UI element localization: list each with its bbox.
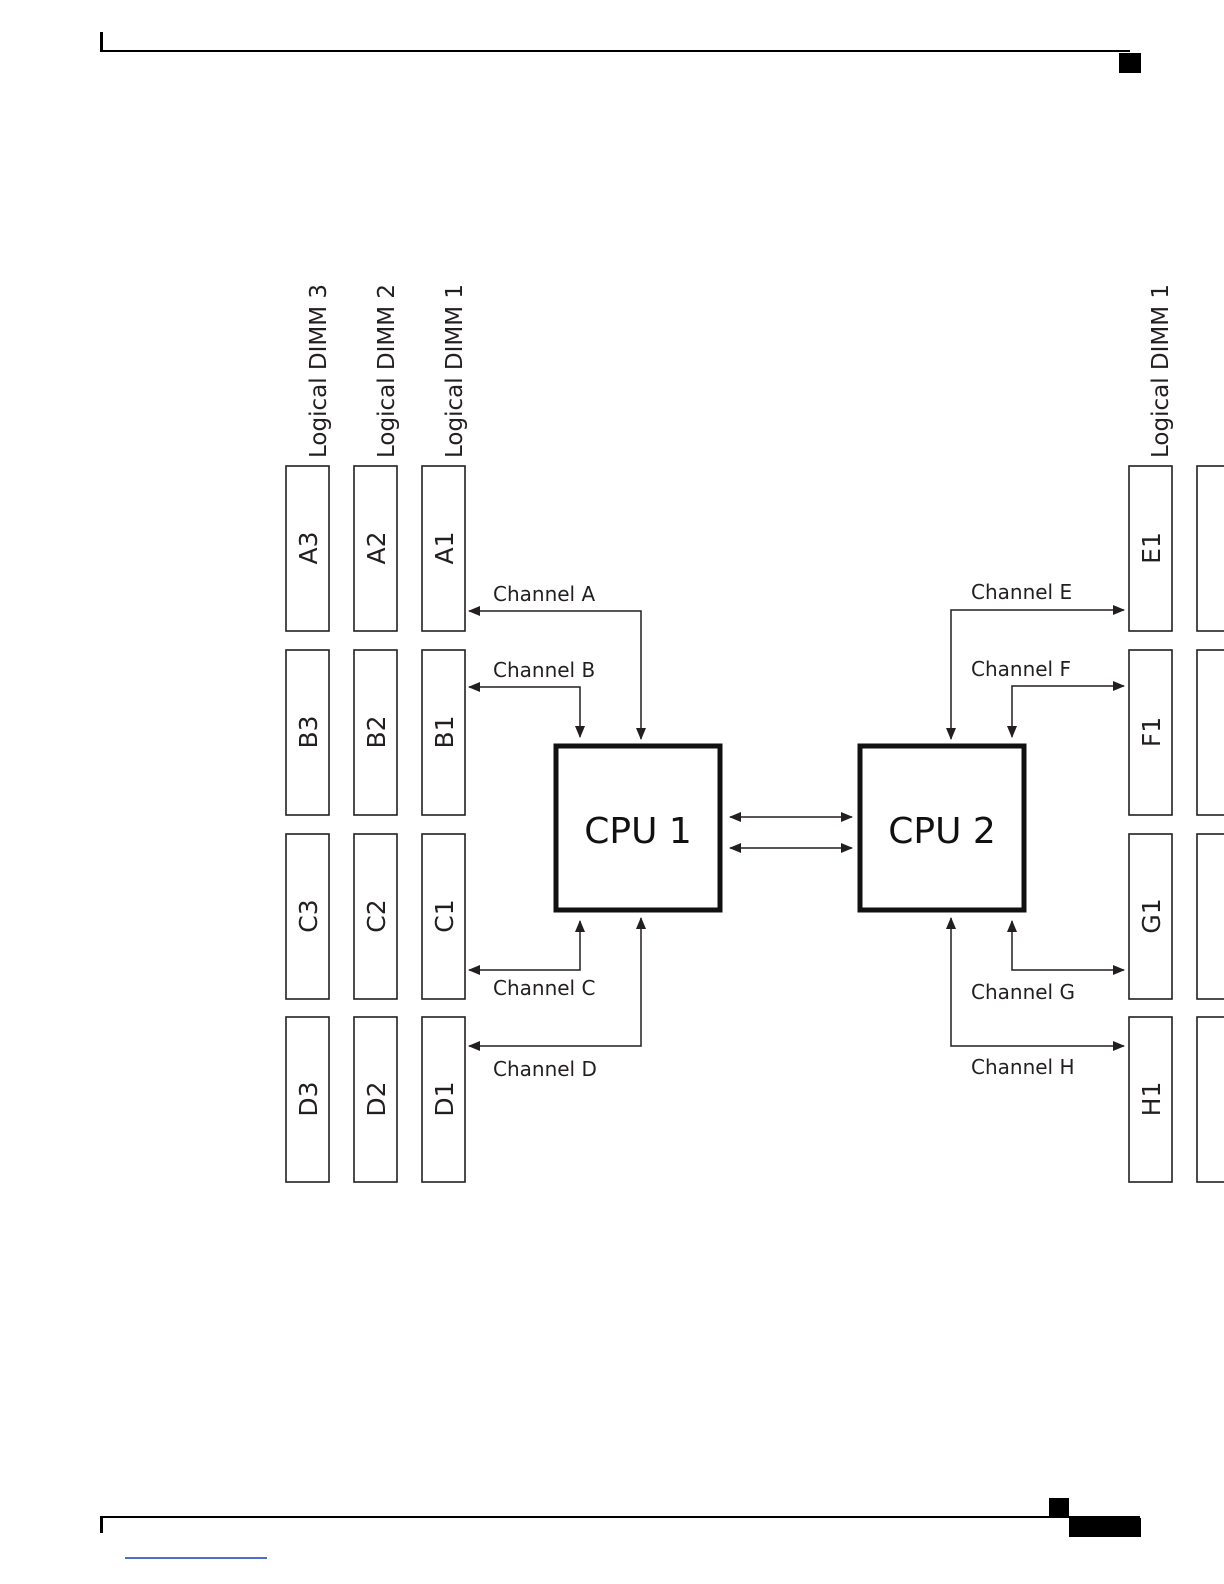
svg-text:H1: H1 (1137, 1082, 1166, 1117)
footer-left-tick (100, 1518, 103, 1533)
dimm-slot-d1: D1 (422, 1017, 465, 1182)
channel-c-line (469, 921, 580, 970)
column-label-logical-dimm-2: Logical DIMM 2 (374, 284, 400, 458)
footer-marker-small (1049, 1498, 1069, 1516)
cpu-2: CPU 2 (860, 746, 1024, 910)
channel-g-line (1012, 921, 1124, 970)
dimm-slot-e1: E1 (1129, 466, 1172, 631)
channel-f-line (1012, 686, 1124, 737)
channel-b-label: Channel B (493, 658, 595, 682)
svg-text:C1: C1 (430, 899, 459, 932)
dimm-slot-a3: A3 (286, 466, 329, 631)
svg-text:A1: A1 (430, 531, 459, 564)
channel-f-label: Channel F (971, 657, 1071, 681)
column-label-logical-dimm-1: Logical DIMM 1 (442, 284, 468, 458)
column-label-logical-dimm-3: Logical DIMM 3 (306, 284, 332, 458)
svg-text:A3: A3 (294, 531, 323, 564)
channel-c-label: Channel C (493, 976, 595, 1000)
svg-text:D1: D1 (430, 1081, 459, 1116)
svg-text:D2: D2 (362, 1081, 391, 1116)
dimm-slot-b3: B3 (286, 650, 329, 815)
svg-text:B2: B2 (362, 715, 391, 748)
dimm-slot-f1: F1 (1129, 650, 1172, 815)
dimm-slot-b1: B1 (422, 650, 465, 815)
channel-g-label: Channel G (971, 980, 1075, 1004)
svg-text:D3: D3 (294, 1081, 323, 1116)
dimm-slot-a1: A1 (422, 466, 465, 631)
page-footer (0, 1490, 1224, 1560)
dimm-slot-d2: D2 (354, 1017, 397, 1182)
svg-text:CPU 2: CPU 2 (888, 811, 996, 852)
svg-text:C2: C2 (362, 899, 391, 932)
svg-text:E1: E1 (1137, 532, 1166, 564)
dimm-slot-d3: D3 (286, 1017, 329, 1182)
svg-text:B1: B1 (430, 715, 459, 748)
dimm-slot-g1: G1 (1129, 834, 1172, 999)
channel-b-line (469, 687, 580, 737)
channel-d-label: Channel D (493, 1057, 597, 1081)
dimm-slot-c3: C3 (286, 834, 329, 999)
channel-e-label: Channel E (971, 580, 1072, 604)
svg-text:A2: A2 (362, 531, 391, 564)
footer-page-tab (1069, 1518, 1141, 1537)
svg-text:G1: G1 (1137, 898, 1166, 933)
dimm-column-right-2-partial (1197, 466, 1224, 1182)
svg-text:CPU 1: CPU 1 (584, 811, 692, 852)
dimm-slot-h1: H1 (1129, 1017, 1172, 1182)
footer-rule (100, 1516, 1140, 1518)
dimm-slot-c1: C1 (422, 834, 465, 999)
cpu-1: CPU 1 (556, 746, 720, 910)
column-label-right-logical-dimm-1: Logical DIMM 1 (1148, 284, 1174, 458)
svg-text:F1: F1 (1137, 717, 1166, 747)
dimm-slot-b2: B2 (354, 650, 397, 815)
channel-h-label: Channel H (971, 1055, 1075, 1079)
dimm-slot-a2: A2 (354, 466, 397, 631)
svg-text:C3: C3 (294, 899, 323, 932)
svg-text:B3: B3 (294, 715, 323, 748)
channel-a-label: Channel A (493, 582, 595, 606)
footer-link-underline[interactable] (125, 1557, 267, 1559)
dimm-slot-c2: C2 (354, 834, 397, 999)
